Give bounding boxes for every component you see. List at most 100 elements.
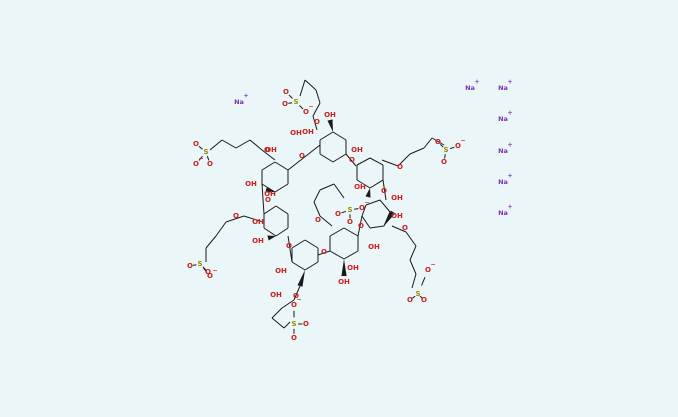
butyl-chain-bond: [209, 139, 223, 151]
butyl-chain-bond: [313, 189, 321, 203]
glucose-ring-bond: [263, 227, 277, 237]
hydroxyl-label: OH: [338, 278, 350, 286]
glucose-ring-bond: [291, 261, 306, 271]
sulfonate-bond: [440, 144, 444, 148]
oxygen-atom-label: O: [455, 142, 461, 150]
oxygen-atom-label: O: [193, 140, 199, 148]
negative-charge-label: −: [430, 262, 435, 269]
glucose-ring-bond: [319, 131, 334, 141]
oxygen-atom-label: O: [359, 204, 365, 212]
glucose-ring-bond: [274, 183, 289, 193]
wedge-bond-layer: [265, 119, 396, 287]
wedge-bond: [265, 187, 275, 193]
bond: [317, 250, 331, 256]
oxygen-atom-label: O: [205, 268, 211, 276]
butyl-chain-bond: [397, 153, 411, 167]
glucose-ring-bond: [332, 153, 347, 163]
butyl-chain-bond: [333, 183, 345, 199]
sulfur-atom-label: S: [415, 290, 420, 298]
glucose-ring-bond: [383, 211, 391, 227]
glucose-ring-bond: [261, 161, 276, 171]
sulfur-atom-label: S: [291, 320, 296, 328]
glucose-ring-bond: [369, 179, 384, 189]
negative-charge-label: −: [296, 297, 301, 304]
glucose-ring-bond: [291, 239, 306, 249]
oxygen-atom-label: O: [315, 216, 321, 224]
wedge-bond: [341, 259, 347, 276]
sodium-atom-label: Na: [498, 209, 508, 217]
oxygen-atom-label: O: [314, 118, 320, 126]
oxygen-atom-label: O: [335, 210, 341, 218]
oxygen-atom-label: O: [282, 100, 288, 108]
glucose-ring-bond: [343, 227, 359, 237]
butyl-chain-bond: [319, 215, 333, 227]
sulfonate-bond: [202, 266, 206, 270]
wedge-bond: [267, 235, 276, 241]
oxygen-atom-label: O: [291, 301, 297, 309]
glucose-ring-bond: [343, 250, 359, 260]
oxygen-atom-label: O: [265, 196, 271, 204]
sulfonate-bond: [198, 155, 203, 161]
negative-charge-label: −: [460, 138, 465, 145]
oxygen-atom-label: O: [193, 160, 199, 168]
sulfonate-bond: [421, 277, 426, 286]
oxygen-atom-label: O: [349, 156, 355, 164]
hydroxyl-label: OH: [347, 264, 359, 272]
butyl-chain-bond: [261, 149, 276, 161]
glucose-ring-bond: [356, 157, 371, 166]
glucose-ring-bond: [365, 199, 381, 206]
glucose-ring-bond: [361, 215, 371, 229]
oxygen-atom-label: O: [407, 296, 413, 304]
hydroxyl-label: OH: [265, 146, 277, 154]
hydroxyl-label: OH: [351, 146, 363, 154]
hydroxyl-label: OH: [368, 243, 380, 251]
butyl-chain-bond: [221, 139, 237, 149]
butyl-chain-bond: [304, 79, 317, 91]
glucose-ring-bond: [329, 250, 345, 260]
butyl-chain-bond: [431, 137, 445, 146]
butyl-chain-bond: [271, 317, 285, 329]
bond: [261, 183, 265, 215]
hydroxyl-label: OH: [275, 267, 287, 275]
butyl-chain-bond: [423, 137, 433, 149]
oxygen-atom-label: O: [358, 222, 364, 230]
glucose-ring-bond: [379, 199, 391, 213]
oxygen-atom-label: O: [381, 187, 387, 195]
oxygen-atom-label: O: [187, 262, 193, 270]
sodium-atom-label: Na: [465, 84, 475, 92]
wedge-bond: [327, 119, 333, 132]
butyl-chain-bond: [293, 285, 301, 301]
sulfonate-bond: [288, 102, 293, 104]
oxygen-atom-label: O: [283, 88, 289, 96]
glucose-ring-bond: [319, 153, 334, 163]
butyl-chain-bond: [283, 321, 291, 329]
butyl-chain-bond: [205, 235, 217, 249]
sulfonate-bond: [288, 94, 293, 99]
glucose-ring-bond: [369, 225, 385, 229]
bond: [345, 153, 357, 167]
butyl-chain-bond: [315, 89, 321, 104]
oxygen-atom-label: O: [293, 292, 299, 300]
oxygen-atom-label: O: [321, 248, 327, 256]
positive-charge-label: +: [474, 79, 479, 86]
hydroxyl-label: OH: [290, 129, 302, 137]
sodium-atom-label: Na: [498, 147, 508, 155]
sodium-atom-label: Na: [498, 178, 508, 186]
butyl-chain-bond: [243, 215, 264, 223]
oxygen-atom-label: O: [207, 160, 213, 168]
oxygen-atom-label: O: [233, 212, 239, 220]
wedge-bond: [365, 188, 371, 198]
sulfur-atom-label: S: [197, 260, 202, 268]
oxygen-atom-label: O: [264, 146, 270, 154]
glucose-ring-bond: [304, 261, 319, 271]
sodium-atom-label: Na: [498, 84, 508, 92]
glucose-ring-bond: [261, 183, 276, 193]
oxygen-atom-label: O: [303, 108, 309, 116]
butyl-chain-bond: [312, 115, 318, 131]
hydroxyl-label: OH: [252, 218, 264, 226]
butyl-chain-bond: [215, 221, 227, 237]
hydroxyl-label: OH: [391, 194, 403, 202]
oxygen-atom-label: O: [303, 320, 309, 328]
butyl-chain-bond: [391, 225, 407, 233]
